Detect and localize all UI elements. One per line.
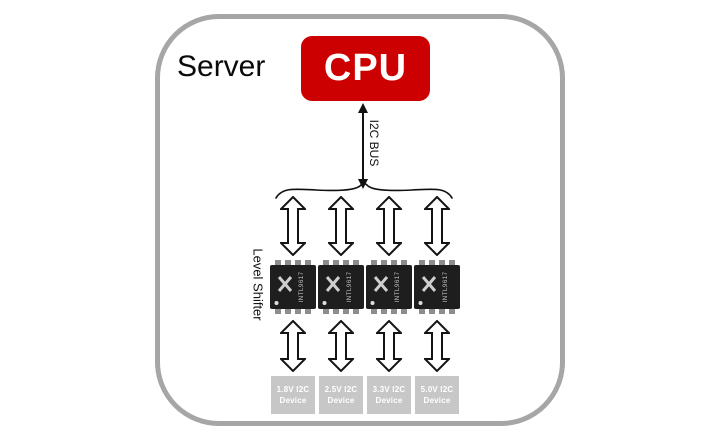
device-label-line2: Device: [279, 396, 307, 405]
bidirectional-arrow-icon: [376, 320, 402, 372]
i2c-device-box: 3.3V I2C Device: [367, 376, 411, 414]
device-label-line2: Device: [423, 396, 451, 405]
bidirectional-arrow-icon: [280, 320, 306, 372]
pin1-dot: [370, 301, 375, 305]
pin1-dot: [274, 301, 279, 305]
bidirectional-arrow-icon: [424, 196, 450, 256]
server-label: Server: [177, 50, 266, 83]
device-label-line2: Device: [375, 396, 403, 405]
bus-brace: [275, 182, 453, 199]
bidirectional-arrow-icon: [424, 320, 450, 372]
i2c-device-box: 5.0V I2C Device: [415, 376, 459, 414]
i2c-bus-label: I2C BUS: [367, 119, 381, 167]
channel-1: INTL9617 1.8V I2C Device: [270, 196, 316, 416]
chip-part-number: INTL9617: [346, 271, 353, 302]
i2c-device-box: 2.5V I2C Device: [319, 376, 363, 414]
cpu-label: CPU: [323, 47, 408, 89]
level-shifter-chip: INTL9617: [366, 260, 412, 314]
channel-4: INTL9617 5.0V I2C Device: [414, 196, 460, 416]
bidirectional-arrow-icon: [328, 320, 354, 372]
chip-logo-icon: [325, 276, 341, 292]
level-shifter-chip: INTL9617: [318, 260, 364, 314]
device-label-line1: 2.5V I2C: [324, 384, 358, 394]
level-shifter-chip: INTL9617: [270, 260, 316, 314]
device-label-line1: 1.8V I2C: [276, 384, 310, 394]
chip-part-number: INTL9617: [298, 271, 305, 302]
bidirectional-arrow-icon: [328, 196, 354, 256]
device-label-line1: 3.3V I2C: [372, 384, 406, 394]
chip-logo-icon: [421, 276, 437, 292]
cpu-box: CPU: [301, 36, 430, 101]
bidirectional-arrow-icon: [280, 196, 306, 256]
pin1-dot: [322, 301, 327, 305]
chip-logo-icon: [373, 276, 389, 292]
device-label-line2: Device: [327, 396, 355, 405]
bidirectional-arrow-icon: [376, 196, 402, 256]
channel-2: INTL9617 2.5V I2C Device: [318, 196, 364, 416]
chip-part-number: INTL9617: [442, 271, 449, 302]
chip-logo-icon: [277, 276, 293, 292]
device-label-line1: 5.0V I2C: [420, 384, 454, 394]
level-shifter-chip: INTL9617: [414, 260, 460, 314]
level-shifter-label: Level Shifter: [250, 248, 266, 321]
pin1-dot: [418, 301, 423, 305]
i2c-device-box: 1.8V I2C Device: [271, 376, 315, 414]
chip-part-number: INTL9617: [394, 271, 401, 302]
channel-3: INTL9617 3.3V I2C Device: [366, 196, 412, 416]
